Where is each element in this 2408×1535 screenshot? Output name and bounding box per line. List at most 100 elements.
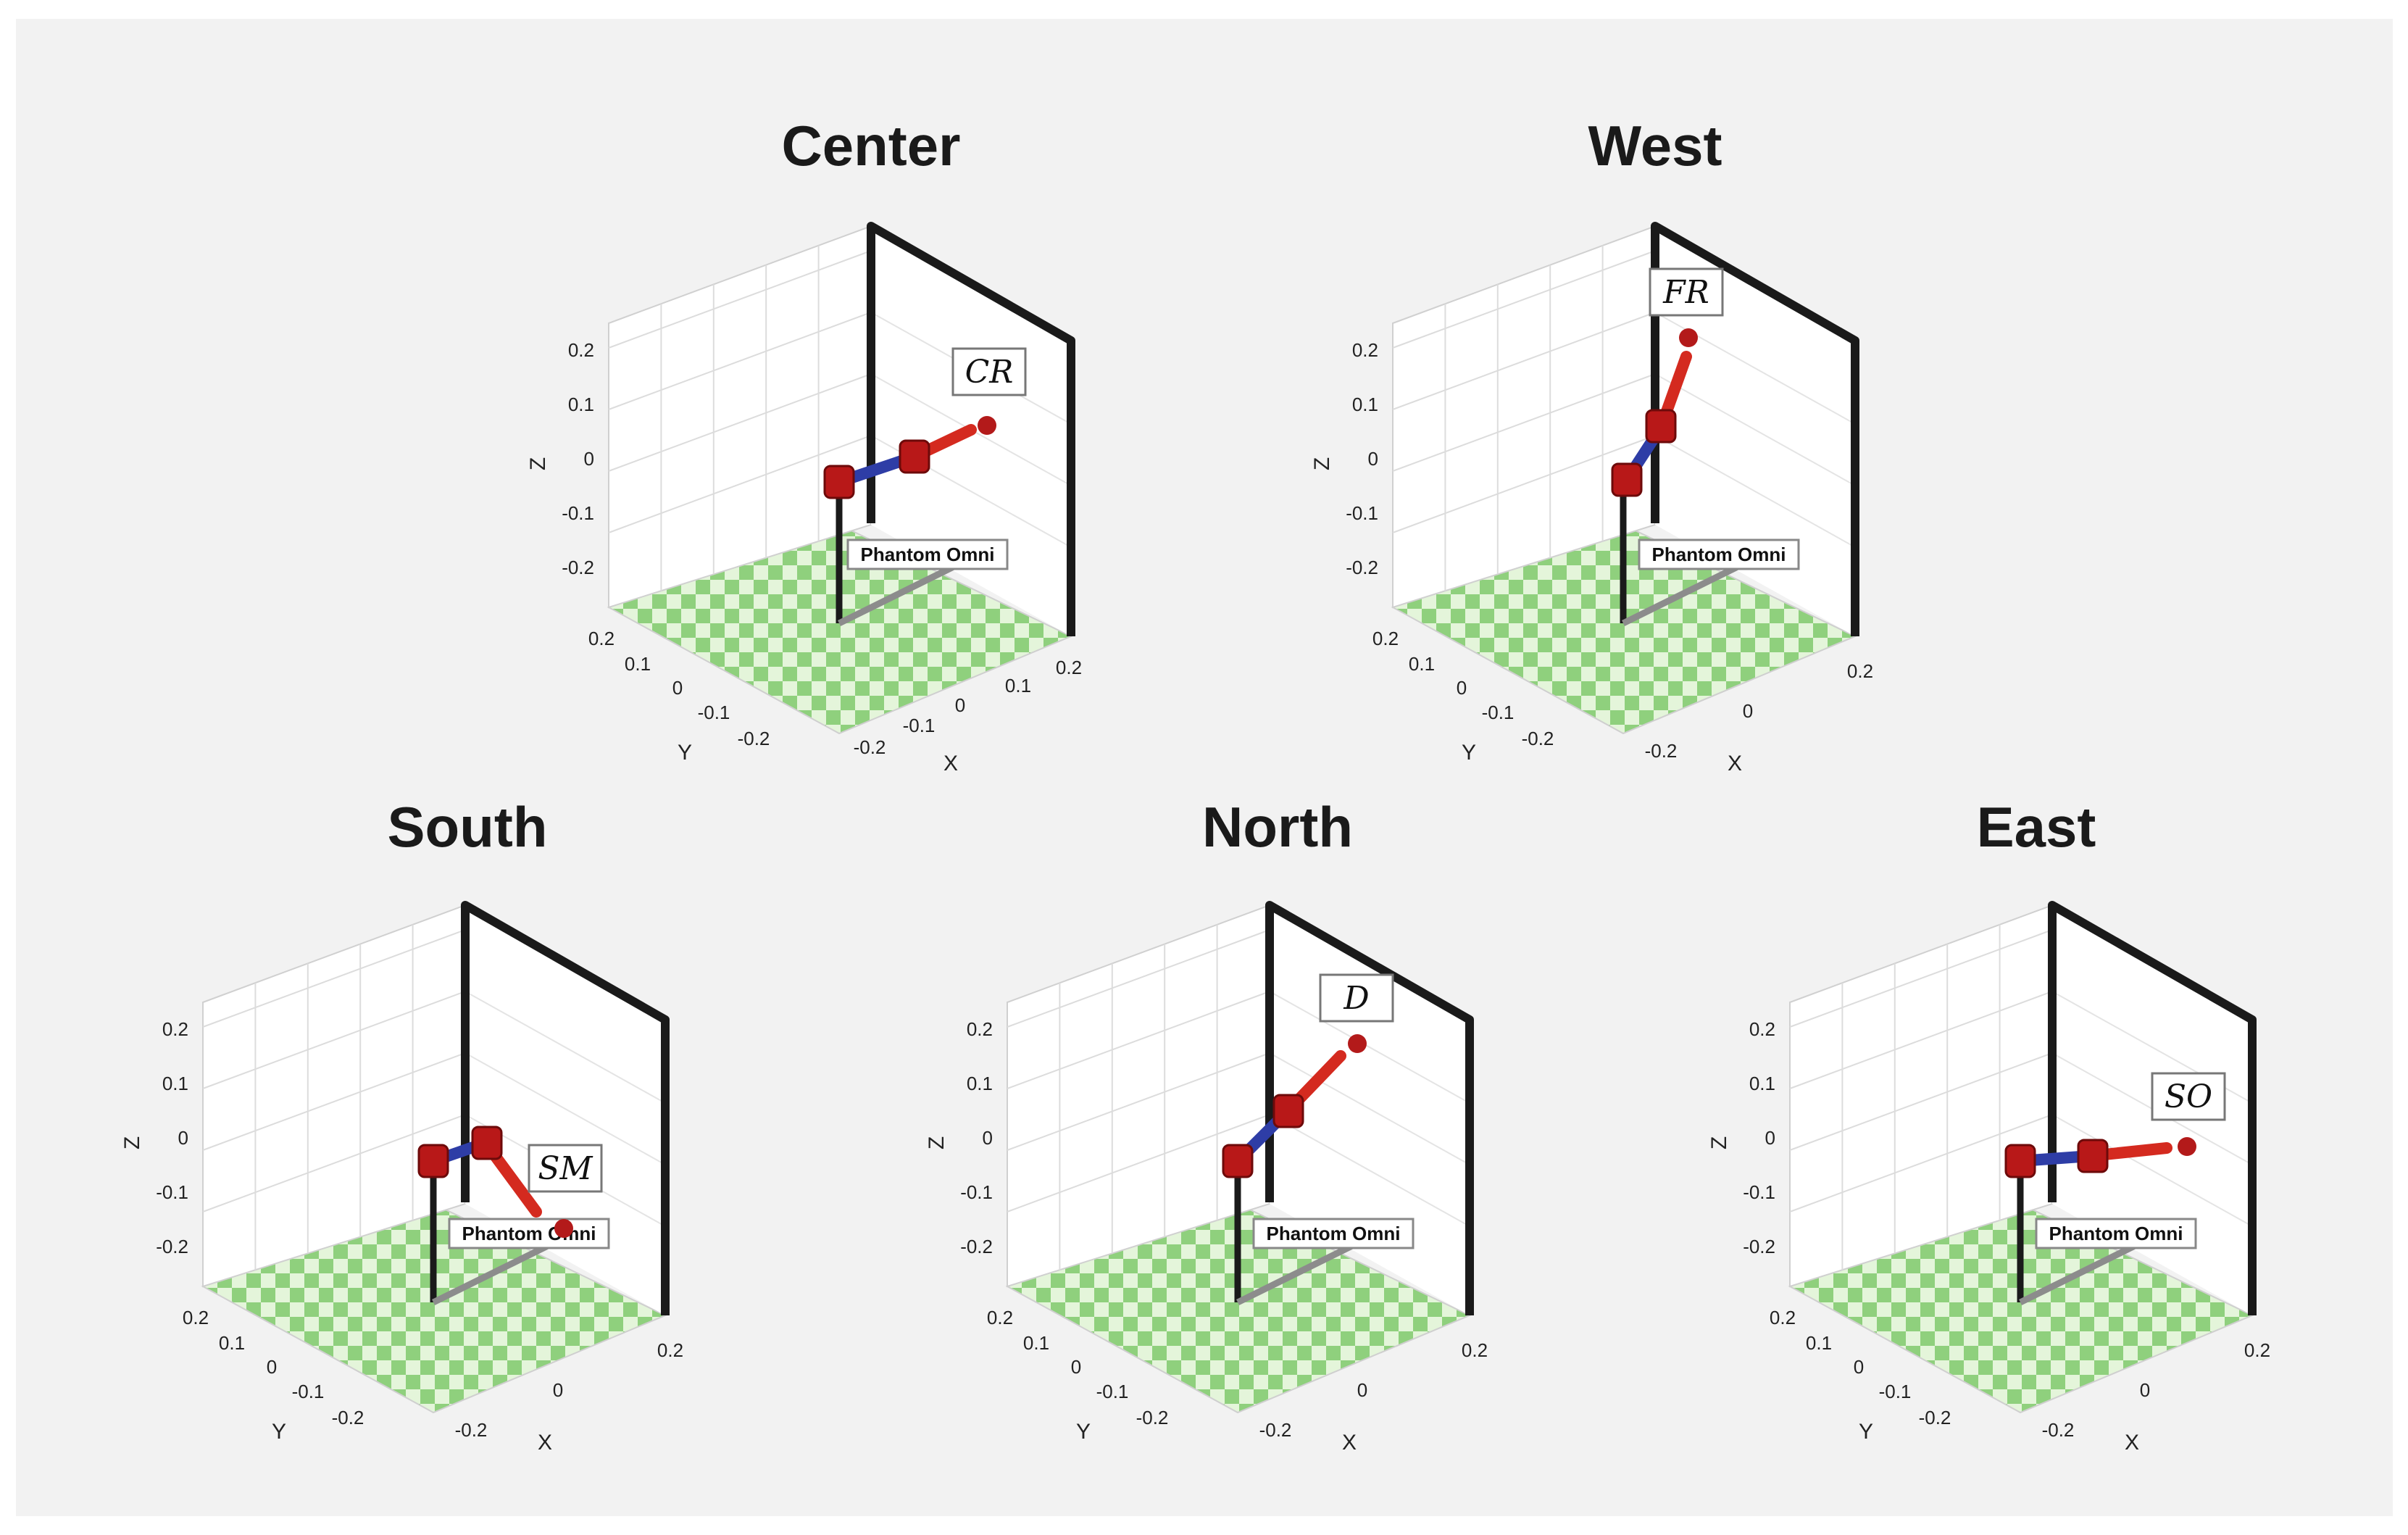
x-tick-label: 0.1 bbox=[1005, 675, 1031, 696]
y-tick-label: -0.1 bbox=[1482, 702, 1515, 723]
x-axis-label: X bbox=[943, 752, 958, 775]
pose-tag-box bbox=[1319, 973, 1394, 1023]
z-tick-label: -0.2 bbox=[156, 1236, 188, 1257]
arm-end-effector bbox=[978, 416, 996, 435]
y-tick-label: -0.1 bbox=[698, 702, 730, 723]
grid-line-horizontal bbox=[608, 435, 872, 533]
x-axis-label: X bbox=[1728, 752, 1742, 775]
y-tick-label: 0.1 bbox=[1806, 1332, 1832, 1354]
x-tick-label: 0 bbox=[1743, 700, 1753, 722]
y-tick-label: 0 bbox=[267, 1356, 277, 1378]
grid-line-horizontal bbox=[202, 1052, 466, 1151]
device-label: Phantom Omni bbox=[2049, 1223, 2183, 1244]
grid-line-horizontal bbox=[202, 929, 466, 1028]
z-tick-label: -0.2 bbox=[1346, 557, 1378, 578]
z-tick-label: -0.1 bbox=[562, 502, 594, 524]
grid-line-right bbox=[2051, 1114, 2253, 1227]
arm-joint bbox=[2077, 1139, 2109, 1173]
arm-joint bbox=[1222, 1144, 1254, 1178]
arm-joint bbox=[417, 1144, 449, 1178]
x-axis-label: X bbox=[1342, 1431, 1357, 1455]
y-axis-label: Y bbox=[678, 741, 692, 765]
device-label: Phantom Omni bbox=[462, 1223, 596, 1244]
grid-line-horizontal bbox=[1007, 991, 1270, 1089]
grid-line-horizontal bbox=[1789, 929, 2053, 1028]
z-tick-label: 0.1 bbox=[568, 394, 594, 415]
z-axis-label: Z bbox=[1310, 457, 1334, 470]
x-tick-label: 0.2 bbox=[1056, 657, 1082, 678]
y-tick-label: 0.2 bbox=[987, 1307, 1013, 1328]
pose-tag-label: SM bbox=[538, 1150, 593, 1187]
grid-line-right bbox=[1269, 1114, 1470, 1227]
pose-tag-label: CR bbox=[965, 354, 1014, 391]
z-tick-label: -0.2 bbox=[960, 1236, 993, 1257]
base-shadow bbox=[432, 1241, 552, 1306]
y-axis-label: Y bbox=[272, 1420, 286, 1444]
pose-tag-box bbox=[2151, 1072, 2226, 1121]
z-tick-label: 0 bbox=[983, 1127, 993, 1149]
x-tick-label: 0 bbox=[1357, 1379, 1367, 1401]
y-axis-label: Y bbox=[1076, 1420, 1091, 1444]
y-tick-label: -0.1 bbox=[1879, 1381, 1912, 1402]
z-tick-label: 0 bbox=[178, 1127, 188, 1149]
arm-joint bbox=[2004, 1144, 2036, 1178]
y-tick-label: 0 bbox=[672, 677, 683, 699]
z-tick-label: 0 bbox=[584, 448, 594, 470]
z-tick-label: 0.1 bbox=[162, 1073, 188, 1094]
grid-line-horizontal bbox=[608, 373, 872, 472]
base-shadow bbox=[1236, 1241, 1357, 1306]
right-wall-grid bbox=[1269, 991, 1470, 1227]
grid-line-horizontal bbox=[1392, 250, 1656, 349]
z-tick-label: 0.2 bbox=[162, 1018, 188, 1040]
device-label-box bbox=[1638, 538, 1800, 570]
right-wall bbox=[1655, 226, 1855, 636]
pose-tag-box bbox=[951, 347, 1027, 396]
y-tick-label: 0 bbox=[1457, 677, 1467, 699]
z-tick-label: 0.1 bbox=[967, 1073, 993, 1094]
grid-line-horizontal bbox=[1789, 1052, 2053, 1151]
y-tick-label: -0.2 bbox=[332, 1407, 364, 1428]
z-tick-label: -0.1 bbox=[960, 1181, 993, 1203]
z-tick-label: 0.2 bbox=[1352, 339, 1378, 361]
x-tick-label: 0 bbox=[553, 1379, 563, 1401]
panel-title: South bbox=[388, 795, 548, 859]
grid-line-right bbox=[1654, 435, 1856, 548]
grid-line-horizontal bbox=[202, 1114, 466, 1212]
grid-line-right bbox=[1269, 1052, 1470, 1165]
device-label: Phantom Omni bbox=[1652, 544, 1786, 565]
device-label-box bbox=[1252, 1218, 1415, 1249]
pose-tag-label: FR bbox=[1662, 274, 1709, 311]
y-tick-label: -0.2 bbox=[1136, 1407, 1169, 1428]
x-axis-label: X bbox=[2125, 1431, 2139, 1455]
z-tick-label: -0.1 bbox=[1346, 502, 1378, 524]
z-axis-label: Z bbox=[526, 457, 550, 470]
frame-outline bbox=[867, 222, 1075, 636]
z-axis-label: Z bbox=[1707, 1136, 1731, 1149]
arm-end-effector bbox=[2178, 1137, 2196, 1156]
arm-end-effector bbox=[554, 1219, 573, 1238]
back-wall-grid bbox=[1007, 904, 1270, 1288]
pose-tag-label: SO bbox=[2165, 1078, 2212, 1115]
arm-joint bbox=[1645, 409, 1677, 444]
base-shadow bbox=[1622, 562, 1742, 627]
panel-title: West bbox=[1588, 114, 1722, 178]
z-tick-label: 0.2 bbox=[967, 1018, 993, 1040]
arm-joint bbox=[1611, 462, 1643, 497]
y-tick-label: 0.2 bbox=[183, 1307, 209, 1328]
grid-line-horizontal bbox=[1392, 312, 1656, 410]
pose-tag-box bbox=[528, 1144, 603, 1193]
z-tick-label: -0.1 bbox=[1743, 1181, 1775, 1203]
grid-line-horizontal bbox=[1007, 1052, 1270, 1151]
frame-outline bbox=[2048, 901, 2257, 1315]
device-label: Phantom Omni bbox=[861, 544, 995, 565]
panel-title: Center bbox=[781, 114, 960, 178]
x-tick-label: 0 bbox=[955, 694, 965, 716]
y-tick-label: -0.2 bbox=[1919, 1407, 1951, 1428]
x-tick-label: 0.2 bbox=[1462, 1339, 1488, 1361]
grid-line-horizontal bbox=[1007, 1114, 1270, 1212]
grid-line-horizontal bbox=[1789, 1114, 2053, 1212]
